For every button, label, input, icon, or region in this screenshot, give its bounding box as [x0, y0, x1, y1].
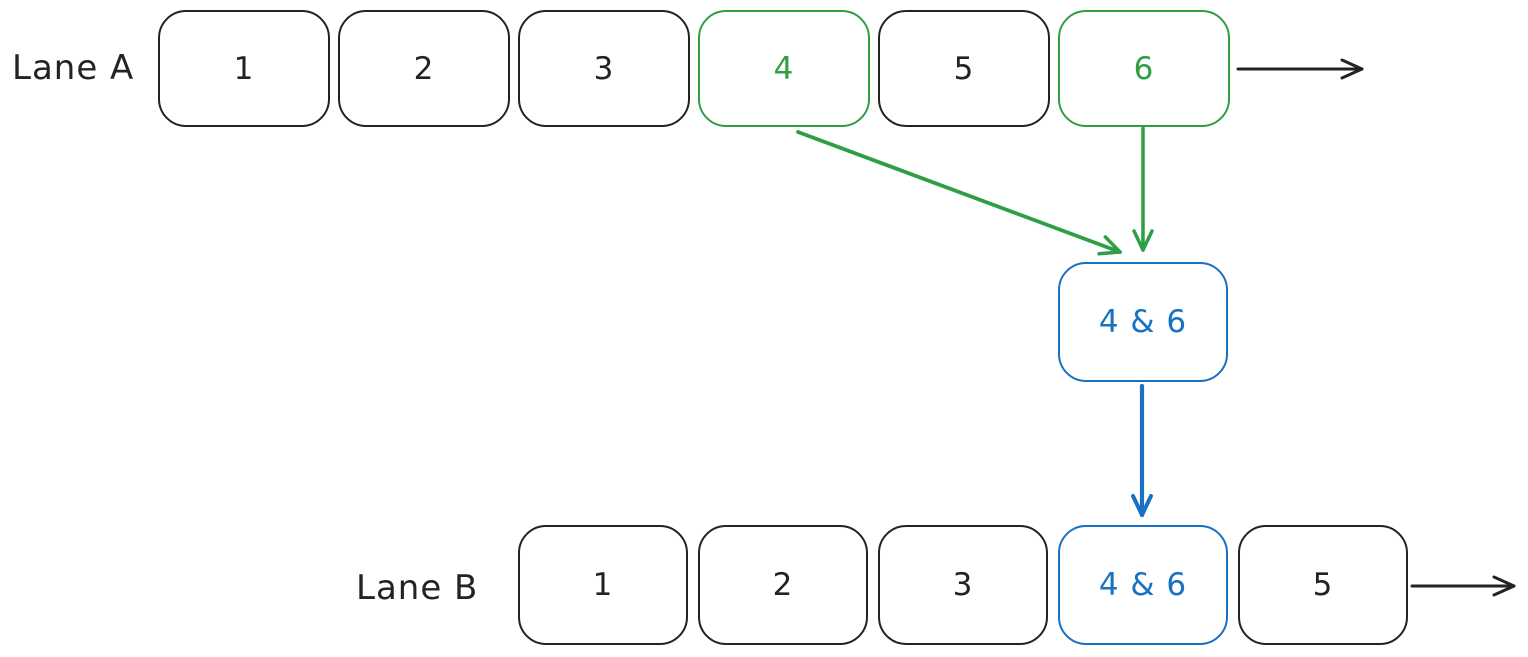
lane-b-box-1-label: 1 — [592, 567, 614, 603]
lane-a-box-1-label: 1 — [233, 50, 255, 87]
lane-a-box-4-label: 4 — [773, 50, 795, 87]
lane-b-box-5-label: 5 — [1312, 567, 1334, 603]
lane-b-box-4-and-6: 4 & 6 — [1058, 525, 1228, 645]
lane-b-box-3-label: 3 — [952, 567, 974, 603]
lane-a-box-2-label: 2 — [413, 50, 435, 87]
lane-a-box-4: 4 — [698, 10, 870, 127]
arrow-box4-to-merge — [796, 130, 1122, 256]
merge-box: 4 & 6 — [1058, 262, 1228, 382]
lane-a-box-1: 1 — [158, 10, 330, 127]
lane-a-box-5-label: 5 — [953, 50, 975, 87]
lane-b-box-3: 3 — [878, 525, 1048, 645]
lane-b-box-1: 1 — [518, 525, 688, 645]
lane-a-label: Lane A — [12, 48, 135, 88]
lane-a-box-3: 3 — [518, 10, 690, 127]
lane-a-box-6-label: 6 — [1133, 50, 1155, 87]
merge-box-label: 4 & 6 — [1098, 304, 1188, 340]
lane-a-box-6: 6 — [1058, 10, 1230, 127]
lane-b-label: Lane B — [356, 568, 479, 608]
lane-b-box-2: 2 — [698, 525, 868, 645]
lane-a-box-3-label: 3 — [593, 50, 615, 87]
lane-b-box-4-and-6-label: 4 & 6 — [1098, 567, 1188, 603]
lane-a-box-5: 5 — [878, 10, 1050, 127]
lane-a-box-2: 2 — [338, 10, 510, 127]
lane-b-box-2-label: 2 — [772, 567, 794, 603]
lane-b-box-5: 5 — [1238, 525, 1408, 645]
